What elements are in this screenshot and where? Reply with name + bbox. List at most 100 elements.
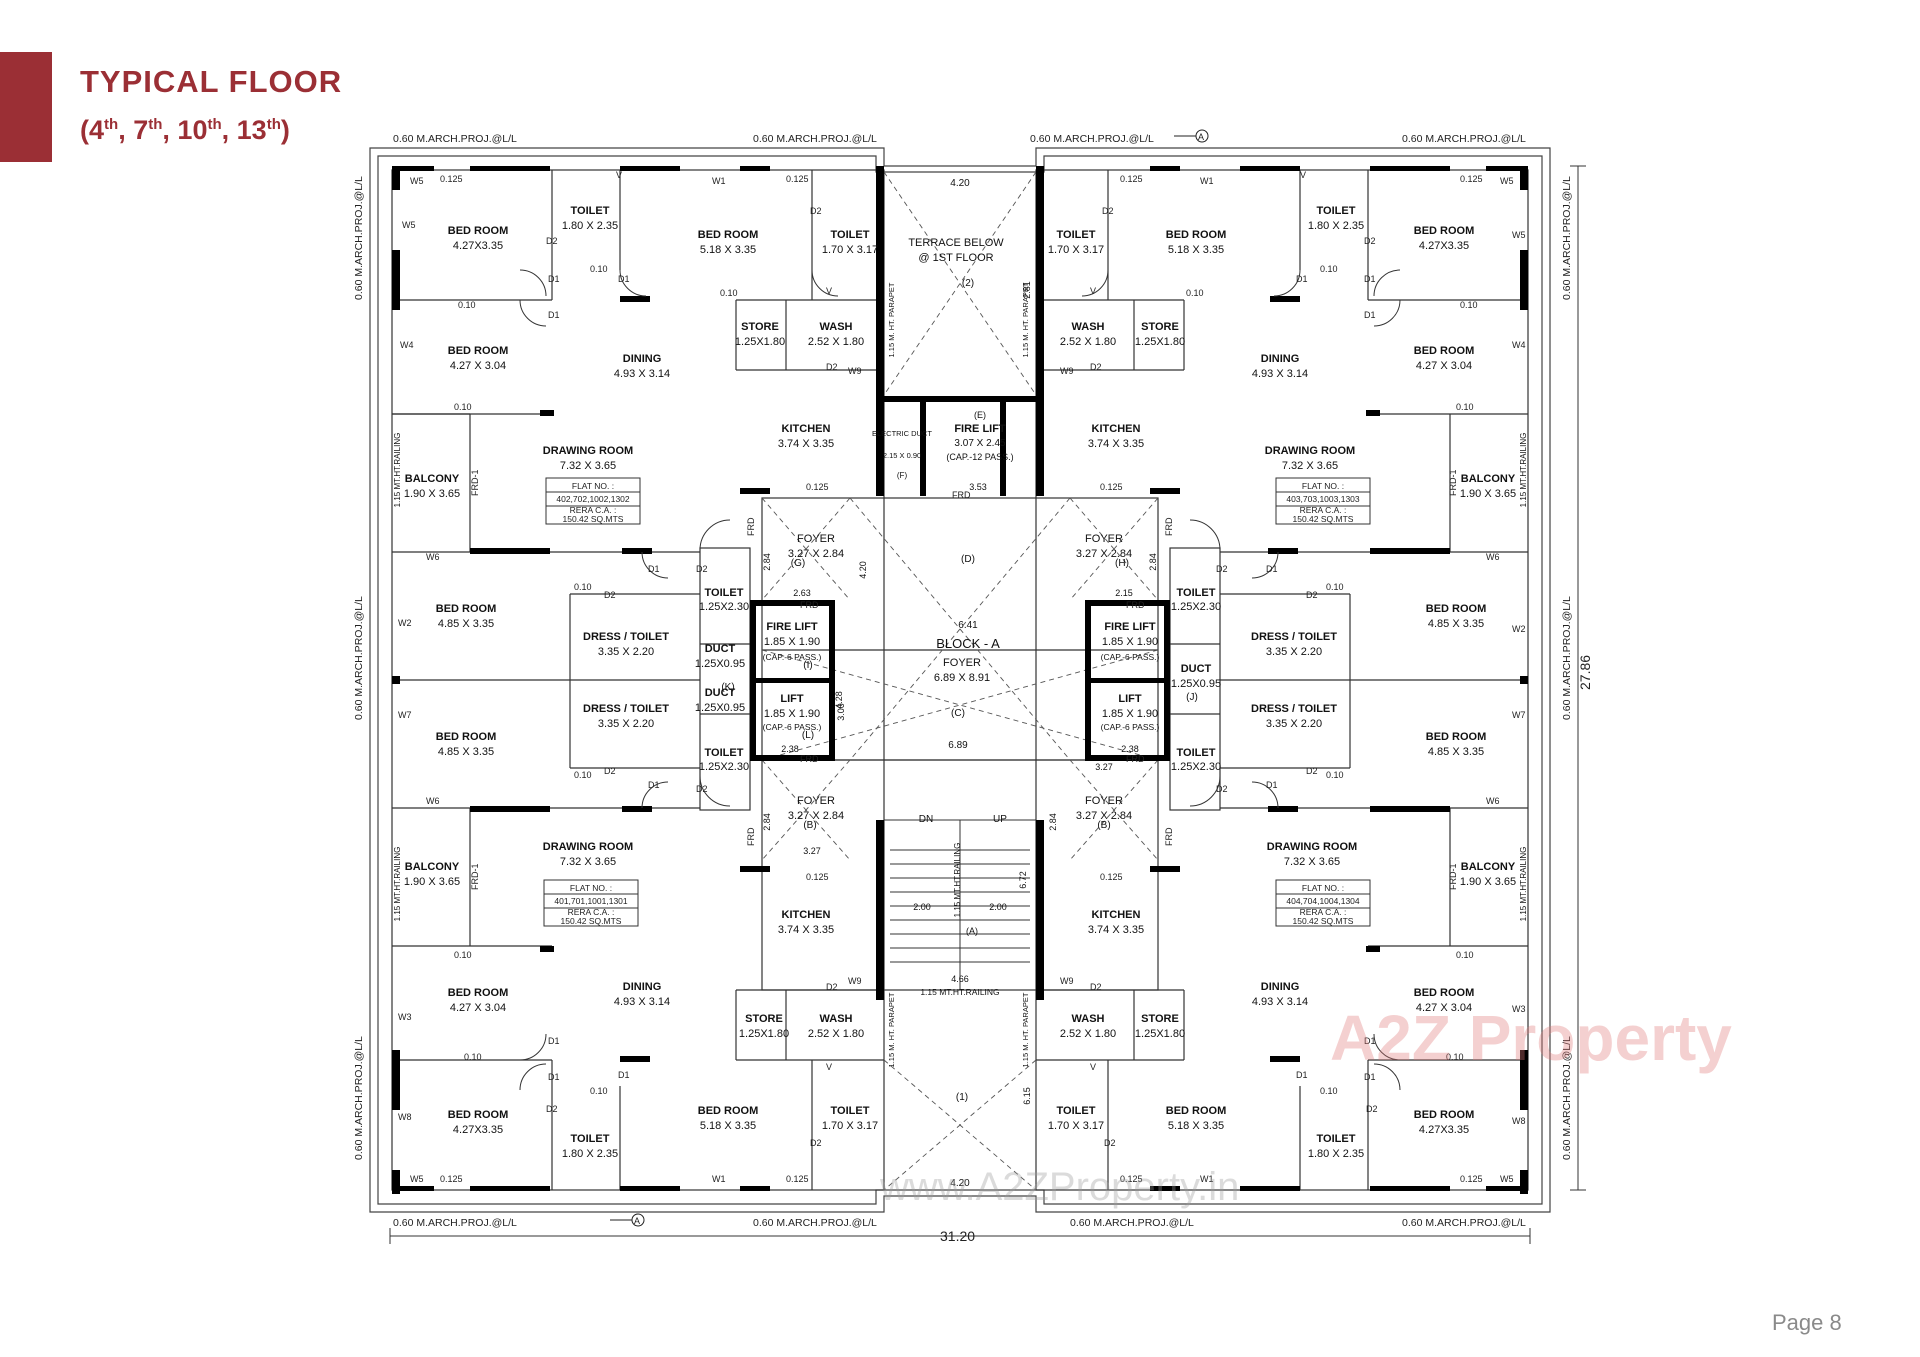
section-marker-top: A <box>1174 129 1209 143</box>
dim-label: 2.38 <box>1121 744 1139 754</box>
room-name: FOYER <box>1085 795 1123 807</box>
room-dims: 1.85 X 1.90 <box>1102 636 1158 648</box>
dim-label: 4.28 <box>834 691 844 709</box>
dim-label: 6.72 <box>1018 871 1028 889</box>
room-dims: 1.25X2.30 <box>1171 761 1221 773</box>
room-dims: 5.18 X 3.35 <box>1168 1120 1224 1132</box>
lift-cap: (CAP.-6 PASS.) <box>1101 652 1160 662</box>
svg-text:W4: W4 <box>400 340 414 350</box>
svg-text:0.10: 0.10 <box>720 288 738 298</box>
svg-text:FLAT NO. :: FLAT NO. : <box>570 883 612 893</box>
dim-label: 4.20 <box>858 561 868 579</box>
room-name: BED ROOM <box>1166 1105 1227 1117</box>
svg-text:FRD: FRD <box>746 827 756 846</box>
svg-text:FRD: FRD <box>1126 754 1145 764</box>
room-dims: 7.32 X 3.65 <box>560 856 616 868</box>
svg-text:FRD-1: FRD-1 <box>1448 470 1458 497</box>
main-foyer-dims: 6.89 X 8.91 <box>934 672 990 684</box>
room-dims: 1.25X0.95 <box>695 658 745 670</box>
svg-text:D2: D2 <box>604 766 616 776</box>
svg-text:0.10: 0.10 <box>590 1086 608 1096</box>
room-name: KITCHEN <box>782 909 831 921</box>
room-dims: 4.27 X 3.04 <box>1416 1002 1472 1014</box>
svg-text:0.10: 0.10 <box>1456 402 1474 412</box>
svg-text:0.125: 0.125 <box>1120 1174 1143 1184</box>
section-marker-label: A <box>634 1216 640 1226</box>
svg-text:D1: D1 <box>548 310 560 320</box>
dimension-lines <box>389 165 1586 1244</box>
room-dims: 4.27 X 3.04 <box>450 1002 506 1014</box>
svg-text:D1: D1 <box>618 274 630 284</box>
fire-lift-top-cap: (CAP.-12 PASS.) <box>946 452 1013 462</box>
section-marker-bottom: A <box>610 1213 645 1227</box>
room-dims: 3.74 X 3.35 <box>1088 438 1144 450</box>
proj-label: 0.60 M.ARCH.PROJ.@L/L <box>753 1217 877 1229</box>
room-name: FOYER <box>797 795 835 807</box>
svg-text:W6: W6 <box>1486 796 1500 806</box>
electric-duct-dims: 2.15 X 0.90 <box>883 451 921 460</box>
svg-text:0.10: 0.10 <box>1186 288 1204 298</box>
room-dims: 3.35 X 2.20 <box>1266 646 1322 658</box>
room-name: FOYER <box>1085 533 1123 545</box>
room-dims: 1.85 X 1.90 <box>764 636 820 648</box>
svg-text:D2: D2 <box>1306 590 1318 600</box>
svg-text:W2: W2 <box>1512 624 1526 634</box>
svg-text:0.125: 0.125 <box>1100 482 1123 492</box>
svg-text:W8: W8 <box>398 1112 412 1122</box>
room-dims: 4.85 X 3.35 <box>438 746 494 758</box>
dim-label: 3.27 <box>1095 762 1113 772</box>
room-name: DINING <box>1261 981 1300 993</box>
terrace-tag: (2) <box>962 278 974 289</box>
room-name: BED ROOM <box>436 731 497 743</box>
svg-text:V: V <box>826 1062 832 1072</box>
svg-text:D2: D2 <box>1090 362 1102 372</box>
room-name: DUCT <box>705 643 736 655</box>
room-name: WASH <box>1072 1013 1105 1025</box>
room-dims: 3.74 X 3.35 <box>778 924 834 936</box>
room-name: KITCHEN <box>1092 909 1141 921</box>
proj-label: 0.60 M.ARCH.PROJ.@L/L <box>1070 1217 1194 1229</box>
svg-text:D2: D2 <box>1306 766 1318 776</box>
dim-label: 2.84 <box>762 813 772 831</box>
room-dims: 1.70 X 3.17 <box>1048 1120 1104 1132</box>
room-name: WASH <box>820 321 853 333</box>
core-labels: BLOCK - A FOYER 6.89 X 8.91 TERRACE BELO… <box>393 178 1528 1189</box>
room-dims: 1.90 X 3.65 <box>1460 876 1516 888</box>
room-name: DUCT <box>705 687 736 699</box>
svg-text:D2: D2 <box>810 1138 822 1148</box>
room-name: DRAWING ROOM <box>1265 445 1355 457</box>
svg-text:0.10: 0.10 <box>454 950 472 960</box>
room-dims: 4.93 X 3.14 <box>1252 368 1308 380</box>
dim-label: 6.41 <box>958 620 978 631</box>
block-label: BLOCK - A <box>936 636 1000 651</box>
svg-text:FLAT NO. :: FLAT NO. : <box>1302 883 1344 893</box>
annotation-tags: W5 W5 W1 W4 W6 W2 W7 W6 W3 W8 W5 W1 W9 W… <box>398 170 1526 1184</box>
dim-label: 2.81 <box>1022 281 1032 299</box>
svg-text:FRD: FRD <box>1164 517 1174 536</box>
svg-text:FRD: FRD <box>746 517 756 536</box>
room-name: BED ROOM <box>448 225 509 237</box>
terrace-dim: 4.20 <box>950 178 970 189</box>
railing-label: 1.15 MT.HT.RAILING <box>953 843 962 918</box>
stair-width: 4.66 <box>951 974 969 984</box>
parapet-label: 1.15 M. HT. PARAPET <box>1021 992 1030 1067</box>
dim-label: 2.63 <box>793 588 811 598</box>
svg-text:0.125: 0.125 <box>1460 1174 1483 1184</box>
room-dims: 2.52 X 1.80 <box>1060 336 1116 348</box>
room-dims: 1.70 X 3.17 <box>822 244 878 256</box>
room-name: DRAWING ROOM <box>543 841 633 853</box>
stair-dn: DN <box>919 814 933 825</box>
room-dims: 4.85 X 3.35 <box>438 618 494 630</box>
room-dims: 1.25X1.80 <box>735 336 785 348</box>
room-dims: 3.27 X 2.84 <box>788 548 844 560</box>
svg-text:0.10: 0.10 <box>1326 582 1344 592</box>
svg-text:W1: W1 <box>1200 1174 1214 1184</box>
room-name: STORE <box>745 1013 783 1025</box>
room-name: TOILET <box>1057 1105 1096 1117</box>
svg-text:0.10: 0.10 <box>574 770 592 780</box>
svg-text:D2: D2 <box>546 1104 558 1114</box>
terrace-line2: @ 1ST FLOOR <box>918 252 993 264</box>
room-dims: 4.27X3.35 <box>1419 1124 1469 1136</box>
room-dims: 1.80 X 2.35 <box>562 1148 618 1160</box>
svg-text:0.10: 0.10 <box>464 1052 482 1062</box>
